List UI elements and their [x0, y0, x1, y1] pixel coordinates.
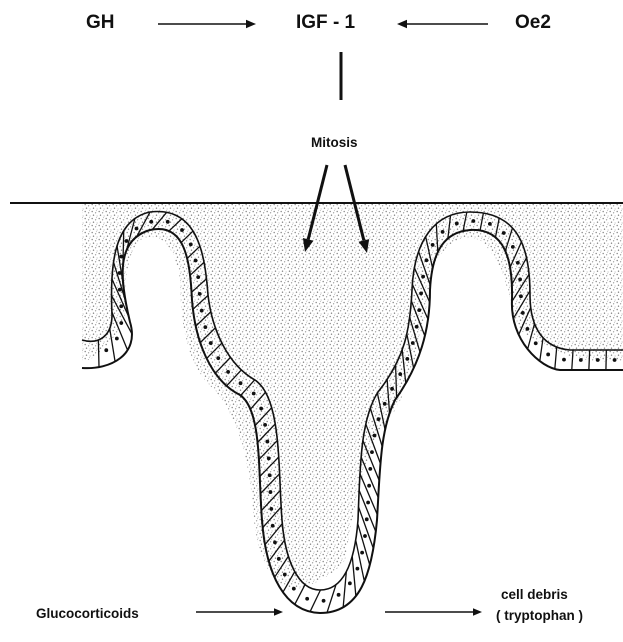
oe2-label: Oe2: [515, 12, 551, 34]
glucocorticoids-arrow: [196, 608, 283, 616]
nucleus-dot-icon: [115, 337, 119, 341]
nucleus-dot-icon: [269, 507, 273, 511]
nucleus-dot-icon: [521, 311, 525, 315]
nucleus-dot-icon: [268, 473, 272, 477]
nucleus-dot-icon: [534, 341, 538, 345]
nucleus-dot-icon: [200, 309, 204, 313]
nucleus-dot-icon: [526, 327, 530, 331]
cell-wall: [359, 490, 376, 531]
nucleus-dot-icon: [292, 587, 296, 591]
nucleus-dot-icon: [283, 573, 287, 577]
nucleus-dot-icon: [273, 541, 277, 545]
nucleus-dot-icon: [398, 372, 402, 376]
nucleus-dot-icon: [265, 440, 269, 444]
cell-debris-label: cell debris: [501, 587, 568, 602]
nucleus-dot-icon: [367, 484, 371, 488]
cell-wall: [589, 350, 590, 370]
nucleus-dot-icon: [269, 490, 273, 494]
nucleus-dot-icon: [360, 551, 364, 555]
nucleus-dot-icon: [596, 358, 600, 362]
nucleus-dot-icon: [383, 402, 387, 406]
nucleus-dot-icon: [135, 227, 139, 231]
nucleus-dot-icon: [502, 231, 506, 235]
nucleus-dot-icon: [455, 222, 459, 226]
nucleus-dot-icon: [518, 278, 522, 282]
nucleus-dot-icon: [104, 348, 108, 352]
cell-wall: [310, 590, 320, 612]
nucleus-dot-icon: [189, 242, 193, 246]
nucleus-dot-icon: [411, 341, 415, 345]
arrow-right-icon: [158, 20, 256, 28]
nucleus-dot-icon: [267, 456, 271, 460]
nucleus-dot-icon: [373, 434, 377, 438]
mitosis-label: Mitosis: [311, 135, 358, 150]
nucleus-dot-icon: [149, 220, 153, 224]
nucleus-dot-icon: [216, 356, 220, 360]
debris-arrow: [385, 608, 482, 616]
nucleus-dot-icon: [166, 220, 170, 224]
nucleus-dot-icon: [259, 407, 263, 411]
nucleus-dot-icon: [125, 239, 129, 243]
nucleus-dot-icon: [519, 294, 523, 298]
nucleus-dot-icon: [488, 222, 492, 226]
nucleus-dot-icon: [562, 358, 566, 362]
nucleus-dot-icon: [271, 524, 275, 528]
nucleus-dot-icon: [405, 357, 409, 361]
nucleus-dot-icon: [415, 325, 419, 329]
nucleus-dot-icon: [425, 258, 429, 262]
nucleus-dot-icon: [119, 321, 123, 325]
nucleus-dot-icon: [203, 325, 207, 329]
nucleus-dot-icon: [417, 308, 421, 312]
nucleus-dot-icon: [377, 417, 381, 421]
nucleus-dot-icon: [119, 304, 123, 308]
nucleus-dot-icon: [198, 292, 202, 296]
nucleus-dot-icon: [546, 353, 550, 357]
stroma-tissue: [82, 203, 623, 590]
nucleus-dot-icon: [252, 392, 256, 396]
nucleus-dot-icon: [368, 467, 372, 471]
nucleus-dot-icon: [366, 501, 370, 505]
nucleus-dot-icon: [239, 381, 243, 385]
cell-wall: [356, 540, 365, 581]
nucleus-dot-icon: [390, 387, 394, 391]
nucleus-dot-icon: [471, 219, 475, 223]
nucleus-dot-icon: [363, 534, 367, 538]
nucleus-dot-icon: [365, 517, 369, 521]
nucleus-dot-icon: [511, 245, 515, 249]
nucleus-dot-icon: [277, 557, 281, 561]
nucleus-dot-icon: [322, 599, 326, 603]
nucleus-dot-icon: [180, 228, 184, 232]
nucleus-dot-icon: [613, 358, 617, 362]
tryptophan-label: ( tryptophan ): [496, 608, 583, 623]
nucleus-dot-icon: [209, 341, 213, 345]
nucleus-dot-icon: [431, 243, 435, 247]
nucleus-dot-icon: [348, 581, 352, 585]
nucleus-dot-icon: [441, 230, 445, 234]
cell-wall: [360, 474, 377, 515]
nucleus-dot-icon: [421, 275, 425, 279]
nucleus-dot-icon: [419, 291, 423, 295]
nucleus-dot-icon: [516, 261, 520, 265]
nucleus-dot-icon: [579, 358, 583, 362]
cell-wall: [361, 457, 378, 498]
arrow-left-icon: [397, 20, 488, 28]
cell-wall: [123, 231, 124, 267]
igf1-label: IGF - 1: [296, 12, 355, 34]
nucleus-dot-icon: [370, 450, 374, 454]
nucleus-dot-icon: [337, 593, 341, 597]
nucleus-dot-icon: [226, 370, 230, 374]
nucleus-dot-icon: [194, 259, 198, 263]
cell-wall: [358, 507, 373, 549]
cell-wall: [352, 556, 356, 596]
glucocorticoids-label: Glucocorticoids: [36, 606, 139, 621]
gh-label: GH: [86, 12, 115, 34]
nucleus-dot-icon: [196, 275, 200, 279]
nucleus-dot-icon: [356, 567, 360, 571]
cell-wall: [98, 340, 99, 367]
nucleus-dot-icon: [263, 423, 267, 427]
nucleus-dot-icon: [305, 597, 309, 601]
